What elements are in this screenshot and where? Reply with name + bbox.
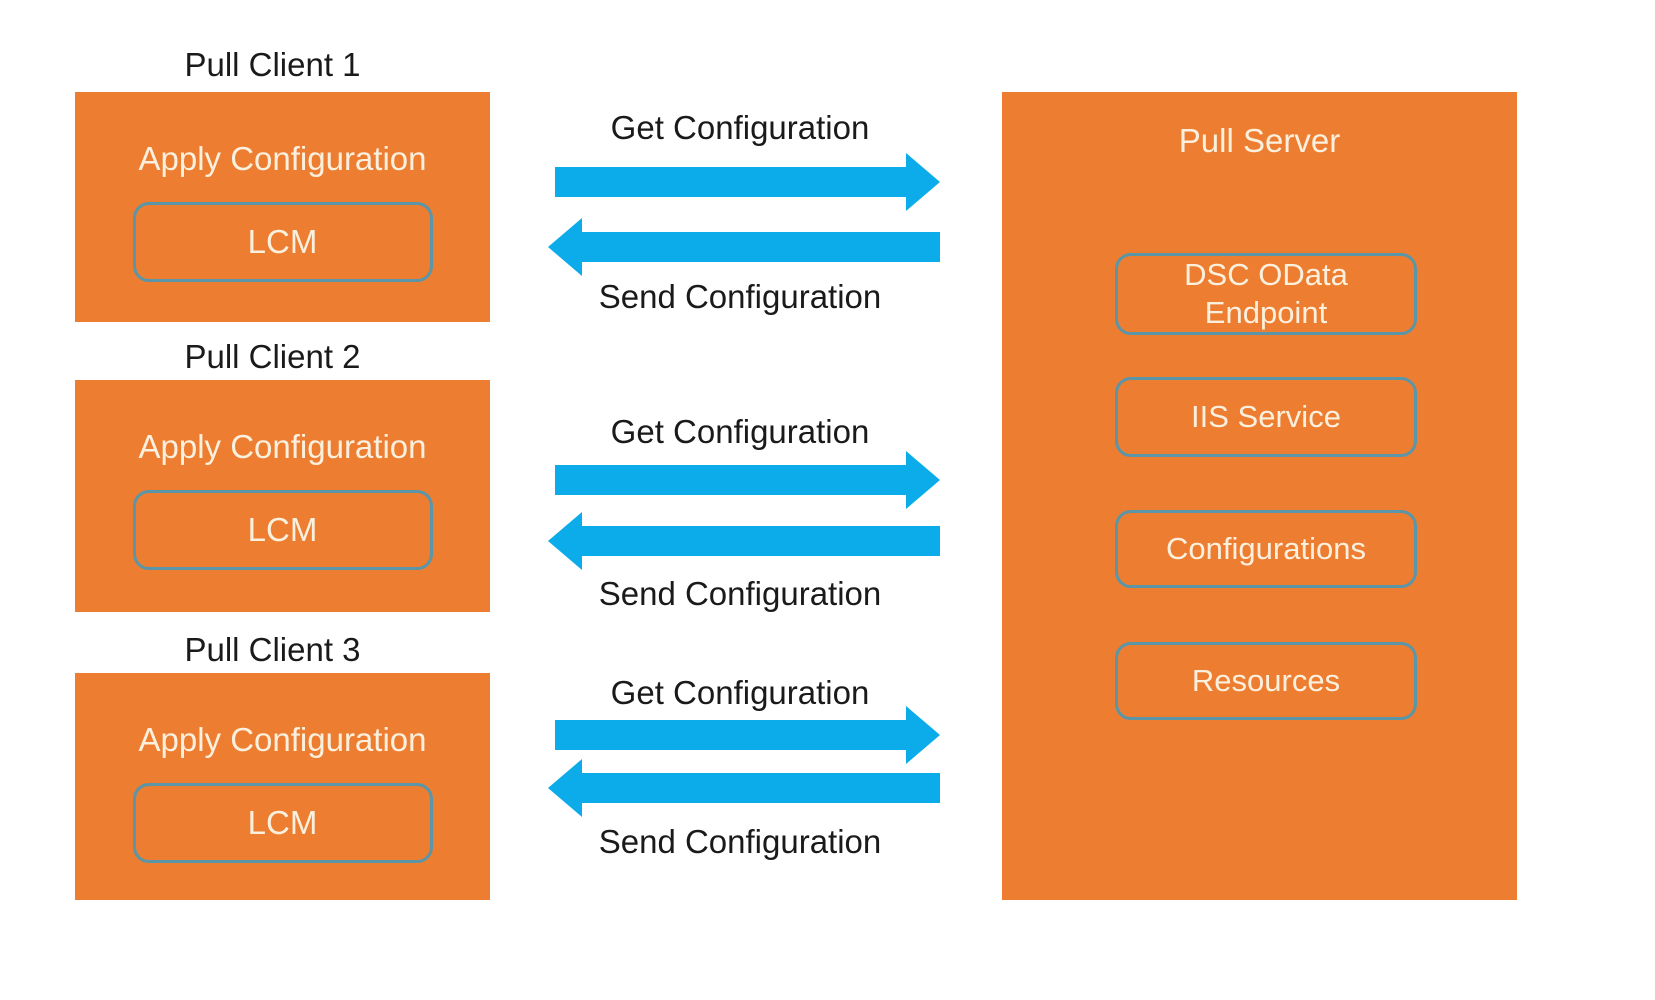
pull-client-box: Apply Configuration LCM (75, 92, 490, 322)
server-component-box: IIS Service (1115, 377, 1417, 457)
get-configuration-label: Get Configuration (610, 109, 870, 146)
arrow-head (906, 451, 940, 509)
get-configuration-label: Get Configuration (610, 413, 870, 450)
lcm-label: LCM (247, 511, 318, 548)
pull-client-title: Pull Client 3 (184, 631, 361, 668)
arrow-shaft (555, 465, 906, 495)
pull-client-box: Apply Configuration LCM (75, 380, 490, 612)
arrow-head (548, 759, 582, 817)
server-component-label: IIS Service (1191, 399, 1341, 434)
server-component-label: Resources (1191, 663, 1341, 698)
pull-server-title: Pull Server (1178, 122, 1341, 159)
lcm-box: LCM (132, 783, 433, 863)
pull-client-title: Pull Client 2 (184, 338, 361, 375)
arrow-head (906, 706, 940, 764)
arrow-left-icon (548, 759, 940, 817)
lcm-box: LCM (132, 202, 433, 282)
send-configuration-label: Send Configuration (598, 575, 882, 612)
server-component-label: Configurations (1166, 531, 1366, 566)
server-component-box: DSC OData Endpoint (1115, 253, 1417, 335)
server-component-label: DSC OData Endpoint (1184, 257, 1348, 330)
send-configuration-label: Send Configuration (598, 278, 882, 315)
arrow-shaft (582, 526, 940, 556)
server-component-box: Resources (1115, 642, 1417, 720)
lcm-label: LCM (247, 223, 318, 260)
arrow-left-icon (548, 218, 940, 276)
arrow-shaft (555, 167, 906, 197)
get-configuration-label: Get Configuration (610, 674, 870, 711)
lcm-box: LCM (132, 490, 433, 570)
lcm-label: LCM (247, 804, 318, 841)
pull-client-box: Apply Configuration LCM (75, 673, 490, 900)
arrow-shaft (582, 773, 940, 803)
apply-configuration-label: Apply Configuration (138, 140, 427, 177)
arrow-shaft (555, 720, 906, 750)
apply-configuration-label: Apply Configuration (138, 721, 427, 758)
arrow-head (548, 218, 582, 276)
arrow-head (548, 512, 582, 570)
apply-configuration-label: Apply Configuration (138, 428, 427, 465)
pull-server-box: Pull Server DSC OData Endpoint IIS Servi… (1002, 92, 1517, 900)
pull-client-title: Pull Client 1 (184, 46, 361, 83)
server-component-box: Configurations (1115, 510, 1417, 588)
arrow-right-icon (555, 451, 940, 509)
arrow-right-icon (555, 706, 940, 764)
send-configuration-label: Send Configuration (598, 823, 882, 860)
arrow-left-icon (548, 512, 940, 570)
arrow-head (906, 153, 940, 211)
arrow-right-icon (555, 153, 940, 211)
arrow-shaft (582, 232, 940, 262)
